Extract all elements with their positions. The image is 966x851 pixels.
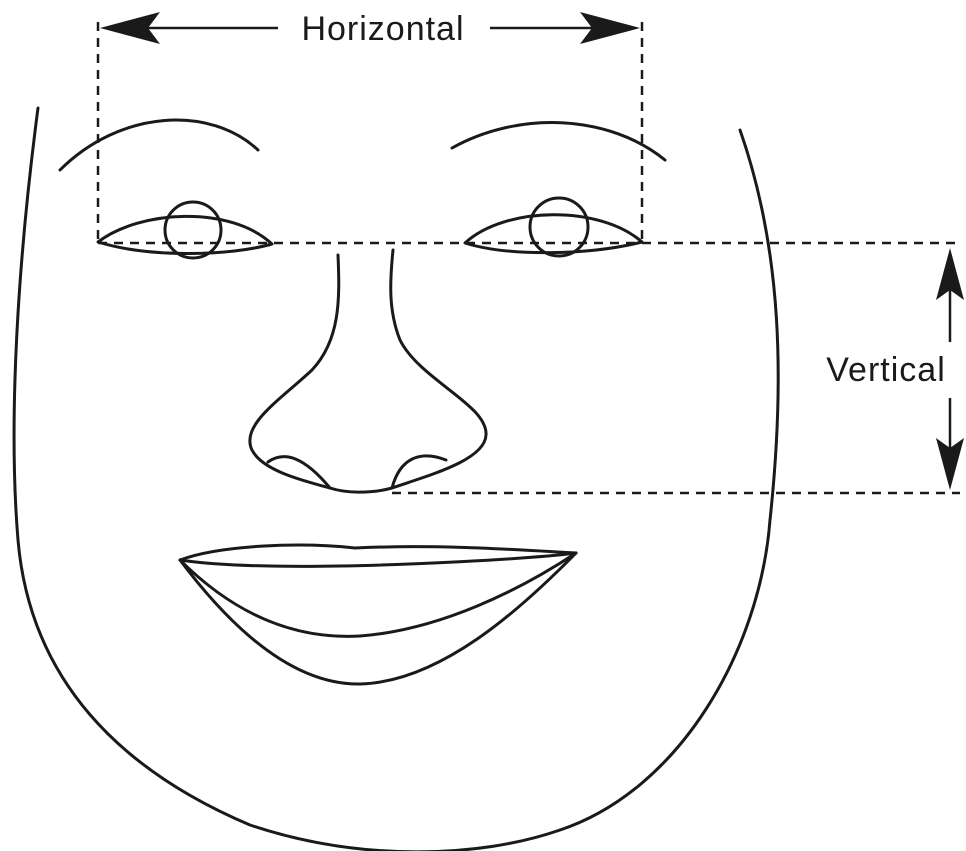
right-eye: [465, 198, 642, 256]
left-eye: [98, 202, 272, 258]
horizontal-measurement: Horizontal: [98, 10, 642, 242]
upper-lip: [180, 545, 576, 566]
left-eyebrow: [60, 120, 258, 170]
eyebrows: [60, 120, 665, 170]
lower-lip: [180, 553, 576, 684]
vertical-measurement: Vertical: [826, 248, 964, 490]
left-iris: [165, 202, 221, 258]
nose: [250, 250, 486, 492]
vertical-label: Vertical: [826, 351, 946, 389]
horizontal-label: Horizontal: [301, 10, 464, 48]
right-eyebrow: [452, 123, 665, 160]
right-iris: [530, 198, 588, 256]
mouth: [180, 545, 576, 684]
